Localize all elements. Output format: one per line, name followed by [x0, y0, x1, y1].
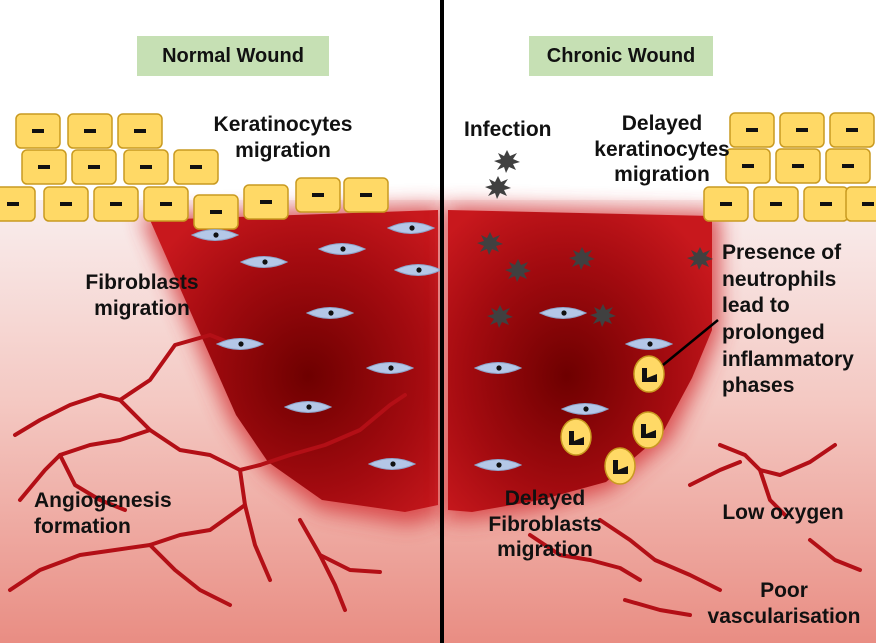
low-oxygen-label-text: Low oxygen	[722, 501, 843, 524]
chronic-wound-title: Chronic Wound	[529, 36, 713, 76]
panel-divider	[440, 0, 444, 643]
infection-label-text: Infection	[464, 118, 552, 141]
low-oxygen-label: Low oxygen	[700, 500, 866, 526]
normal-wound-title: Normal Wound	[137, 36, 329, 76]
infection-label: Infection	[464, 117, 574, 143]
